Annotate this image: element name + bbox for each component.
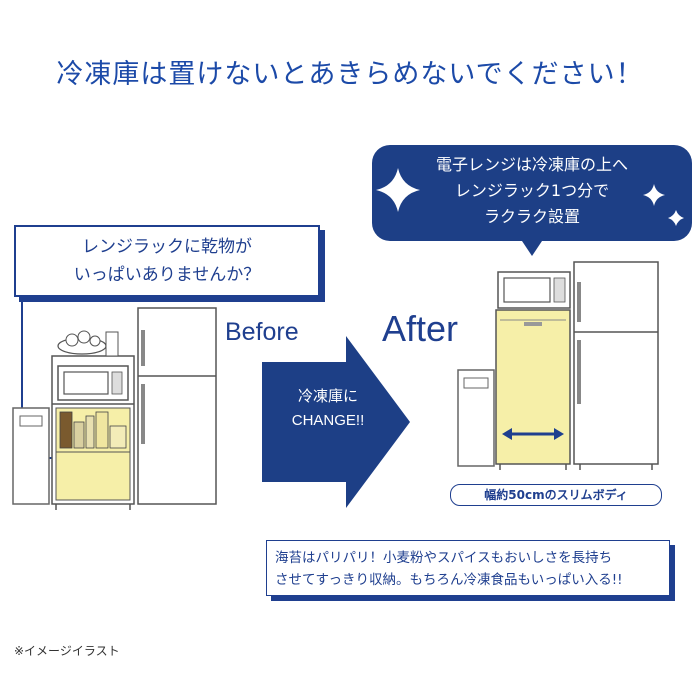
bubble-tail <box>520 238 544 256</box>
bubble-line-2: レンジラック1つ分で <box>454 181 610 200</box>
bubble-line-3: ラクラク設置 <box>483 207 580 226</box>
before-fridge <box>137 307 217 505</box>
question-line-2: いっぱいありませんか？ <box>73 265 261 285</box>
question-box: レンジラックに乾物が いっぱいありませんか？ <box>14 225 320 297</box>
note-box: 海苔はパリパリ！小麦粉やスパイスもおいしさを長持ち させてすっきり収納。もちろん… <box>266 540 670 596</box>
after-trash-can <box>457 369 495 467</box>
before-label: Before <box>225 318 299 346</box>
before-trash-can <box>12 407 50 505</box>
speech-bubble: 電子レンジは冷凍庫の上へ レンジラック1つ分で ラクラク設置 <box>372 145 692 241</box>
note-line-2: させてすっきり収納。もちろん冷凍食品もいっぱい入る!! <box>275 572 623 588</box>
headline: 冷凍庫は置けないとあきらめないでください！ <box>56 59 644 90</box>
arrow-text: 冷凍庫に CHANGE!! <box>268 385 388 433</box>
question-line-1: レンジラックに乾物が <box>82 237 252 257</box>
after-fridge <box>573 261 659 470</box>
range-rack <box>51 330 135 510</box>
bubble-line-1: 電子レンジは冷凍庫の上へ <box>435 155 628 174</box>
after-microwave <box>497 271 571 309</box>
change-arrow <box>262 336 410 508</box>
arrow-line-2: CHANGE!! <box>291 412 365 429</box>
arrow-line-1: 冷凍庫に <box>297 388 358 405</box>
footnote: ※イメージイラスト <box>14 644 120 658</box>
note-line-1: 海苔はパリパリ！小麦粉やスパイスもおいしさを長持ち <box>275 550 613 566</box>
after-label: After <box>382 308 459 349</box>
width-badge: 幅約50cmのスリムボディ <box>450 484 662 506</box>
freezer <box>495 309 571 470</box>
